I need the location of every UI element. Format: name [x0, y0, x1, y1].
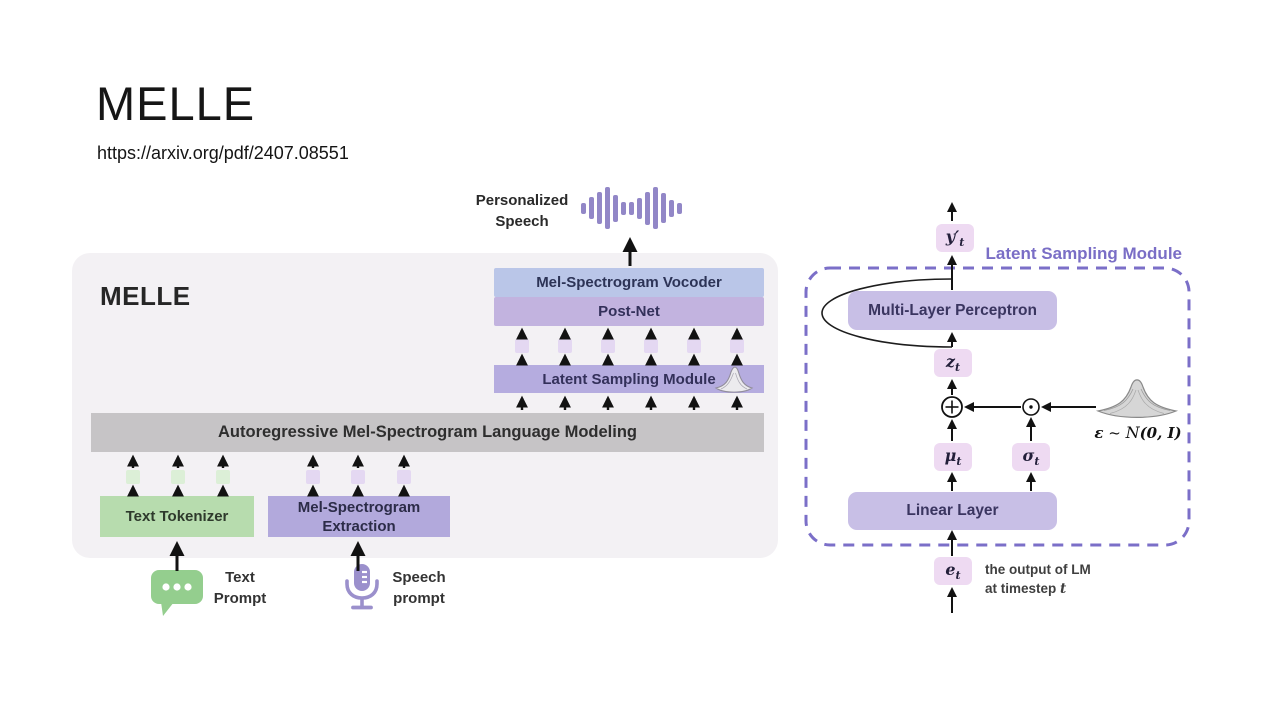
- text-token-square: [216, 470, 230, 484]
- token-sigma: σt: [1012, 443, 1050, 471]
- speech-prompt-label: Speech prompt: [392, 569, 446, 607]
- mlp-box: Multi-Layer Perceptron: [848, 291, 1057, 330]
- token-square: [730, 339, 744, 353]
- autoregressive-lm-box: Autoregressive Mel-Spectrogram Language …: [91, 413, 764, 452]
- microphone-icon: [345, 564, 379, 610]
- chat-bubble-icon: [151, 570, 203, 616]
- paper-url: https://arxiv.org/pdf/2407.08551: [97, 143, 349, 163]
- token-square: [644, 339, 658, 353]
- token-y-prime: y′t: [936, 224, 974, 252]
- noise-distribution-label: ε ~ N(0, I): [1094, 423, 1182, 442]
- token-z: zt: [934, 349, 972, 377]
- text-token-square: [171, 470, 185, 484]
- token-square: [558, 339, 572, 353]
- token-square: [687, 339, 701, 353]
- multiply-op-icon: [1022, 398, 1040, 416]
- panel-title: MELLE: [100, 281, 191, 311]
- mel-extraction-box: Mel-Spectrogram Extraction: [268, 496, 450, 537]
- add-op-icon: [941, 396, 963, 418]
- token-mu: μt: [934, 443, 972, 471]
- text-token-square: [126, 470, 140, 484]
- postnet-box: Post-Net: [494, 297, 764, 326]
- waveform-icon: [581, 186, 687, 230]
- mel-token-square: [397, 470, 411, 484]
- gaussian-surface-icon: [1095, 379, 1179, 418]
- personalized-speech-label: Personalized Speech: [475, 192, 569, 230]
- lm-output-annotation: the output of LM at timestep t: [985, 562, 1091, 597]
- vocoder-box: Mel-Spectrogram Vocoder: [494, 268, 764, 297]
- linear-layer-box: Linear Layer: [848, 492, 1057, 530]
- token-square: [601, 339, 615, 353]
- mel-token-square: [351, 470, 365, 484]
- mel-token-square: [306, 470, 320, 484]
- token-e: et: [934, 557, 972, 585]
- token-square: [515, 339, 529, 353]
- lsm-detail-title: Latent Sampling Module: [985, 244, 1182, 263]
- latent-sampling-module-box: Latent Sampling Module: [494, 365, 764, 393]
- page-title: MELLE: [96, 77, 256, 130]
- text-tokenizer-box: Text Tokenizer: [100, 496, 254, 537]
- text-prompt-label: Text Prompt: [213, 569, 267, 607]
